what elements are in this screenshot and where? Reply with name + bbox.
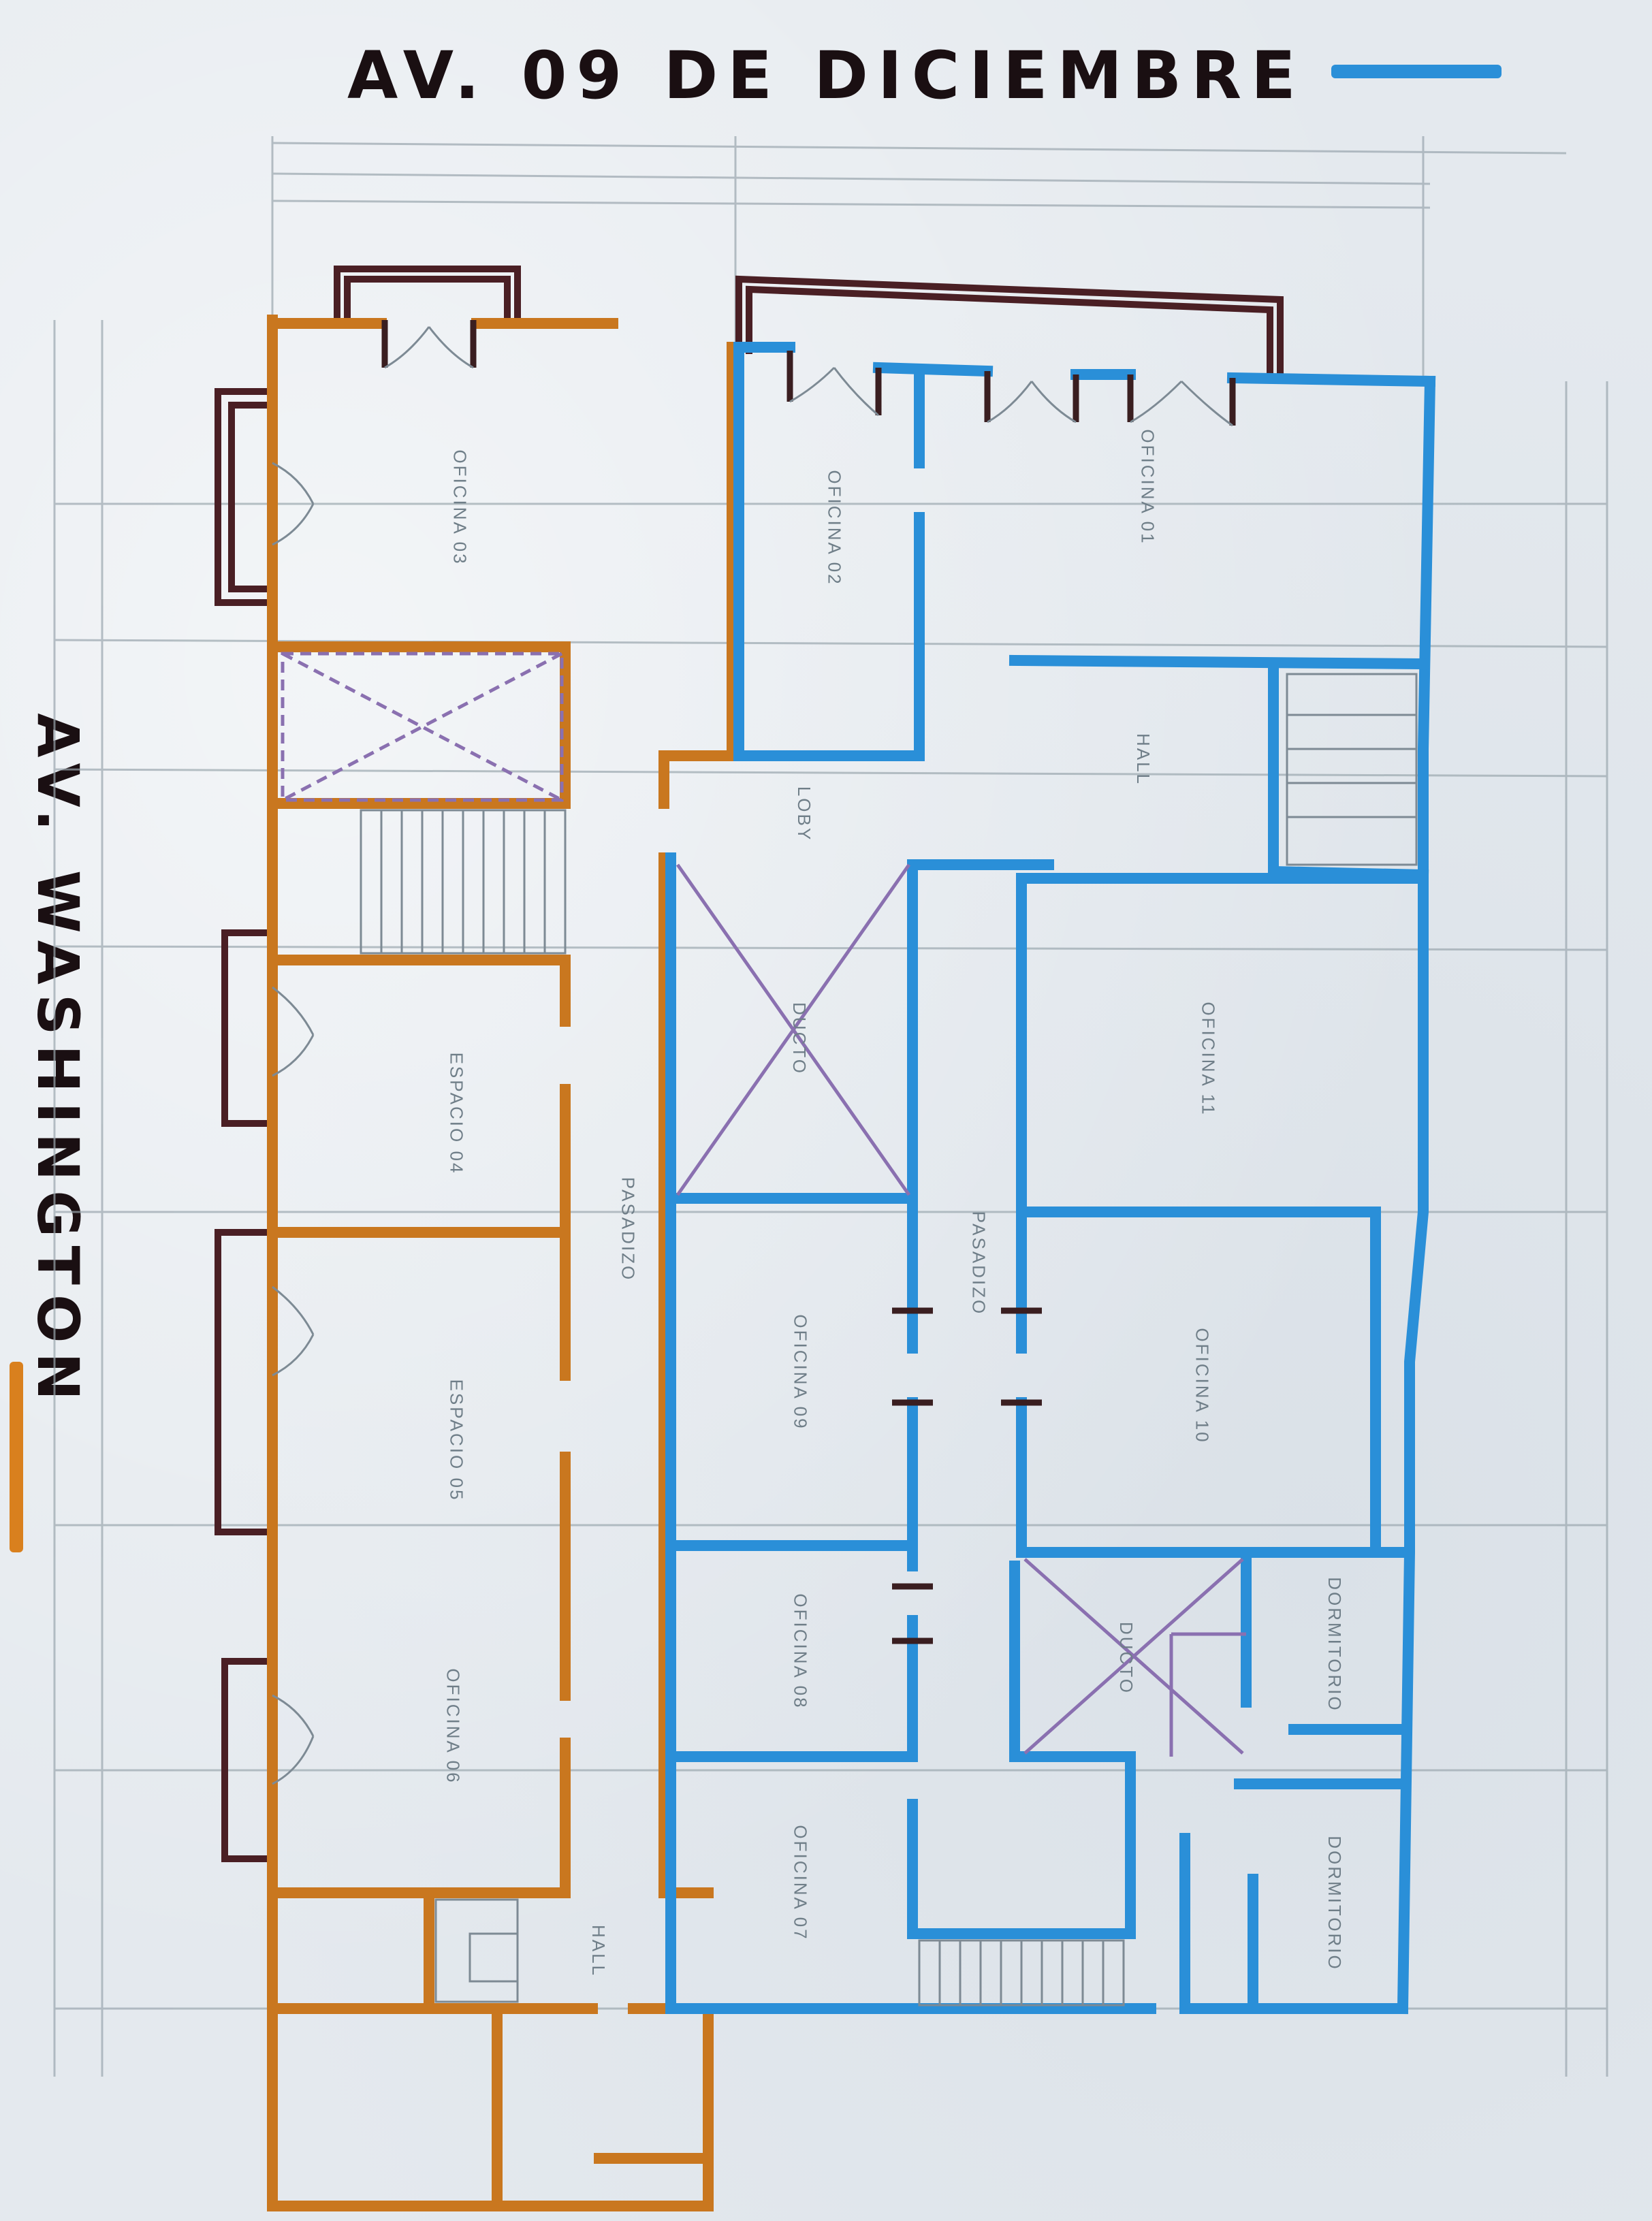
room-label-dormitorio-1: DORMITORIO: [1324, 1577, 1345, 1712]
room-label-oficina-09: OFICINA 09: [790, 1314, 811, 1431]
legend-swatch-orange: [10, 1362, 23, 1552]
room-label-oficina-08: OFICINA 08: [790, 1593, 811, 1710]
room-label-dormitorio-2: DORMITORIO: [1324, 1836, 1345, 1971]
street-label-top: AV. 09 DE DICIEMBRE: [347, 37, 1305, 114]
room-label-oficina-07: OFICINA 07: [790, 1825, 811, 1941]
room-label-pasadizo-left: PASADIZO: [618, 1177, 639, 1282]
room-label-oficina-11: OFICINA 11: [1198, 1002, 1219, 1117]
door-swings: [272, 326, 1233, 1785]
room-label-oficina-02: OFICINA 02: [824, 470, 845, 586]
stairs: [360, 673, 1418, 2007]
doors: [381, 320, 1236, 1644]
room-label-oficina-03-left: OFICINA 03: [449, 449, 471, 566]
room-label-ducto-top: DUCTO: [789, 1002, 810, 1075]
dimension-lines: [53, 136, 1608, 2077]
room-label-loby: LOBY: [794, 786, 815, 842]
room-label-hall-left: HALL: [588, 1924, 609, 1978]
blue-walls: [665, 342, 1436, 2015]
room-label-pasadizo-right: PASADIZO: [968, 1211, 989, 1316]
room-label-hall-right: HALL: [1133, 733, 1154, 786]
room-label-espacio-04: ESPACIO 04: [446, 1052, 467, 1175]
orange-walls: [267, 315, 737, 2211]
balconies: [215, 266, 1284, 1862]
room-label-espacio-05: ESPACIO 05: [446, 1379, 467, 1502]
room-label-oficina-06: OFICINA 06: [443, 1668, 464, 1785]
legend-swatch-blue: [1331, 65, 1502, 78]
room-label-oficina-01: OFICINA 01: [1137, 429, 1158, 545]
room-label-oficina-10: OFICINA 10: [1192, 1328, 1213, 1444]
room-label-ducto-bottom: DUCTO: [1115, 1622, 1137, 1695]
ducts: [281, 652, 1246, 1757]
